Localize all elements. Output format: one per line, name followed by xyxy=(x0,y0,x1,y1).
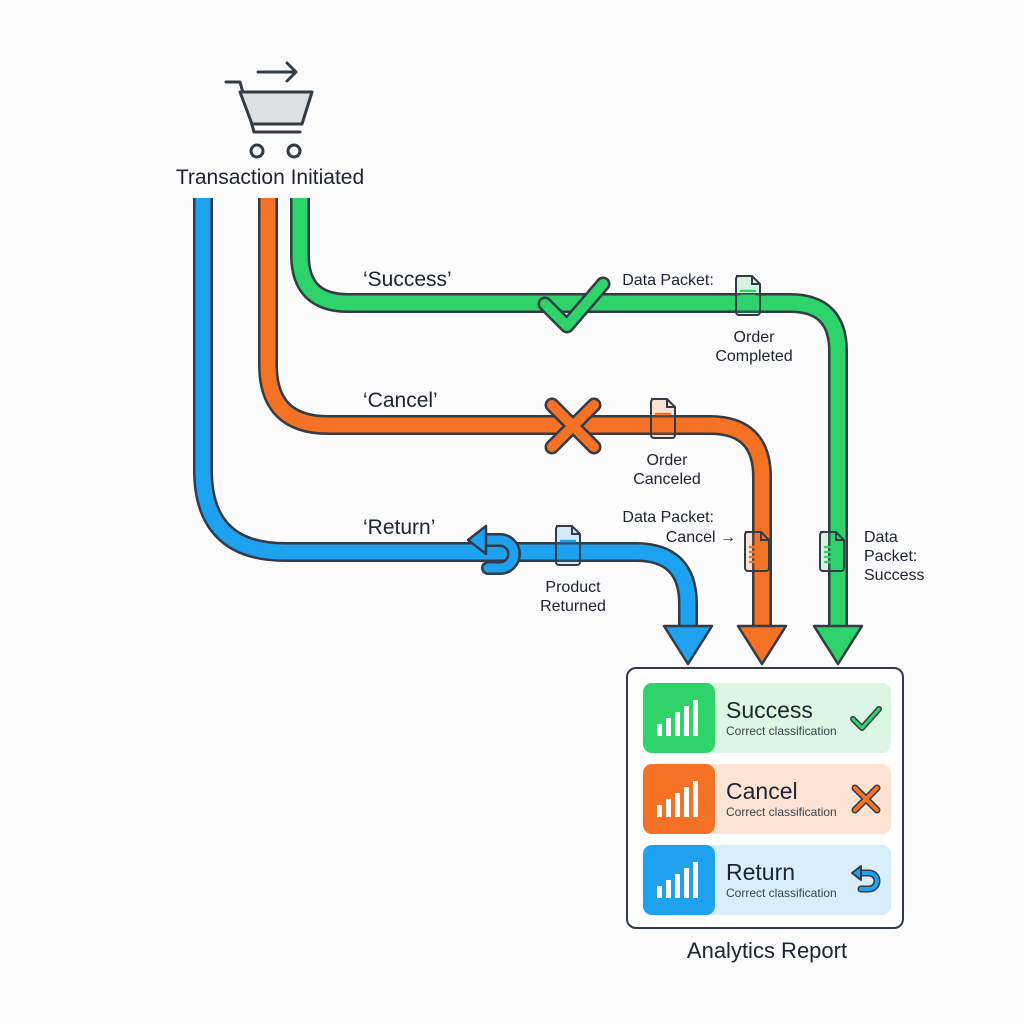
report-row-subtitle: Correct classification xyxy=(726,724,837,738)
report-row-title: Success xyxy=(726,697,813,723)
success-check-icon xyxy=(537,276,611,334)
cross-icon xyxy=(851,784,881,814)
report-row-cancel: Cancel Correct classification xyxy=(643,764,891,834)
success-packet-icon xyxy=(734,274,762,317)
cancel-arrival-caption-2: Cancel → xyxy=(666,529,736,546)
check-icon xyxy=(850,706,882,731)
success-packet-caption-1: Order xyxy=(734,329,776,346)
return-packet-caption-2: Returned xyxy=(540,598,606,615)
success-label: ‘Success’ xyxy=(363,268,452,291)
report-row-success: Success Correct classification xyxy=(643,683,891,753)
cancel-arrival-caption-1: Data Packet: xyxy=(622,509,714,526)
report-row-title: Cancel xyxy=(726,778,798,804)
shopping-cart-icon xyxy=(224,61,314,159)
cancel-label: ‘Cancel’ xyxy=(363,389,438,412)
cancel-packet-caption-2: Canceled xyxy=(633,471,701,488)
report-title: Analytics Report xyxy=(686,938,848,963)
bar-chart-icon xyxy=(643,764,715,834)
bar-chart-icon xyxy=(643,683,715,753)
cancel-arrival-packet-icon xyxy=(743,530,771,573)
return-arrow-icon xyxy=(851,865,881,893)
return-arrowhead xyxy=(662,624,714,666)
analytics-report-panel: Success Correct classification Cancel Co… xyxy=(626,667,904,929)
success-packet-title: Data Packet: xyxy=(622,272,714,289)
report-row-title: Return xyxy=(726,859,796,885)
cancel-packet-icon xyxy=(649,397,677,440)
success-arrival-caption-1: Data xyxy=(864,529,898,546)
return-packet-caption-1: Product xyxy=(545,579,601,596)
success-arrival-caption-3: Success xyxy=(864,567,924,584)
cancel-packet-caption-1: Order xyxy=(647,452,689,469)
success-packet-caption-2: Completed xyxy=(715,348,792,365)
return-label: ‘Return’ xyxy=(363,516,435,539)
cancel-cross-icon xyxy=(544,397,602,455)
return-packet-icon xyxy=(554,524,582,567)
start-label: Transaction Initiated xyxy=(176,166,364,189)
report-row-return: Return Correct classification xyxy=(643,845,891,915)
success-arrival-packet-icon xyxy=(818,530,846,573)
bar-chart-icon xyxy=(643,845,715,915)
report-row-subtitle: Correct classification xyxy=(726,886,837,900)
cancel-arrowhead xyxy=(736,624,788,666)
success-arrival-caption-2: Packet: xyxy=(864,548,917,565)
success-arrowhead xyxy=(812,624,864,666)
report-row-subtitle: Correct classification xyxy=(726,805,837,819)
return-arrow-icon xyxy=(466,524,521,575)
